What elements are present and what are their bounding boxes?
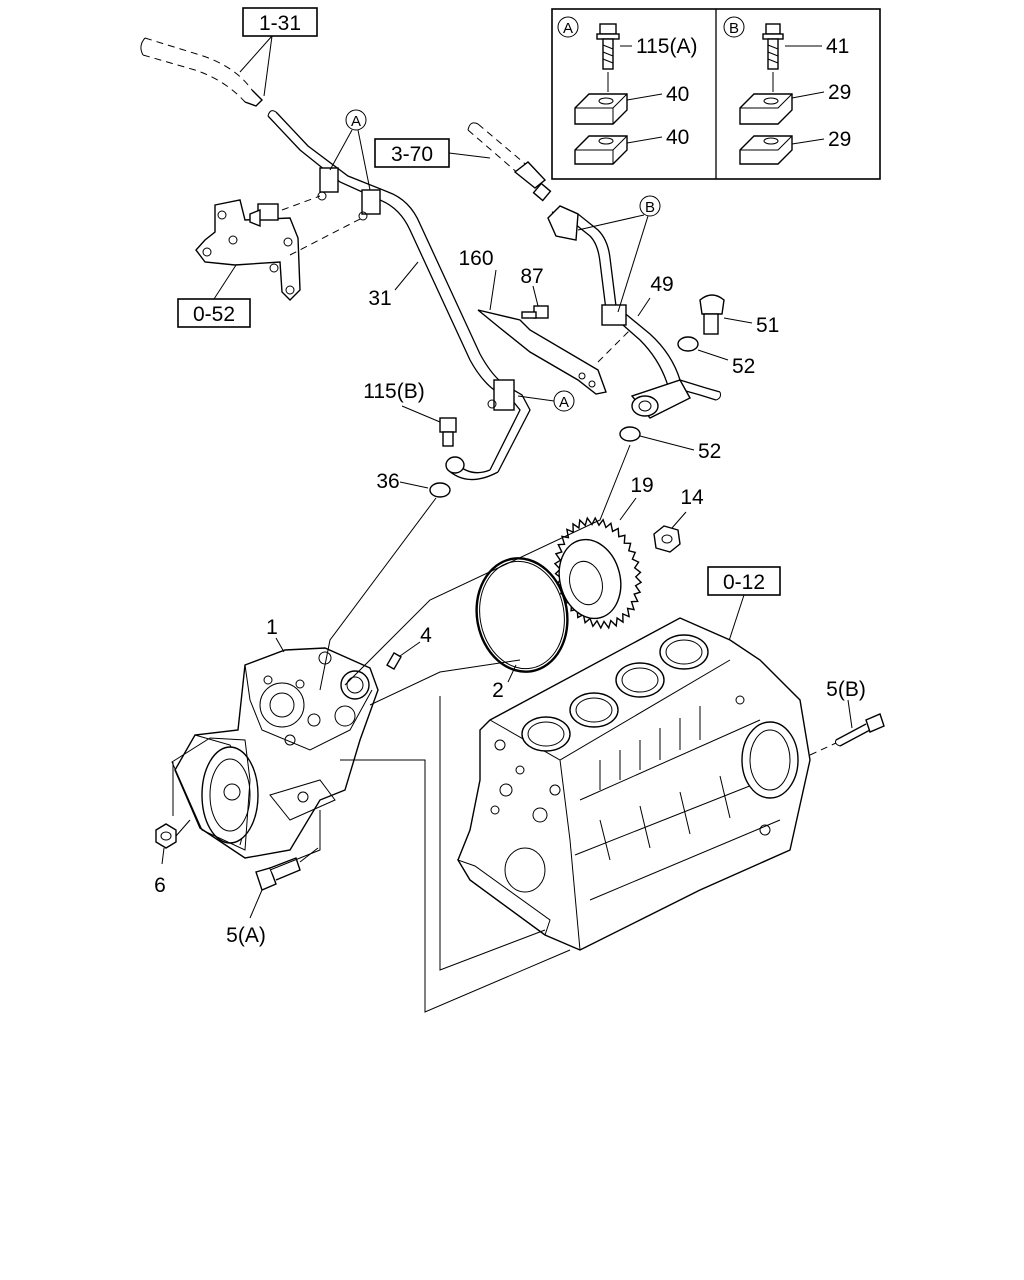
key-4-drawing [386,651,402,671]
bolt-5b-drawing [835,713,885,747]
label-40-lower: 40 [666,126,689,149]
callout-b [639,195,661,217]
nut-14-drawing [653,525,681,553]
hose-upper-left [140,37,263,107]
bolt-41-drawing [762,23,784,70]
label-51: 51 [756,314,779,337]
ref-0-12-label: 0-12 [723,571,765,594]
label-6: 6 [154,874,166,897]
ref-box-3-70: 3-70 [374,138,450,168]
label-5b: 5(B) [826,678,866,701]
bracket-0-52-drawing [195,199,301,301]
label-19: 19 [630,474,653,497]
label-115a-inset: 115(A) [636,35,697,58]
label-115b: 115(B) [363,380,424,403]
bolt-115b-drawing [439,417,457,447]
callout-a-lower-letter: A [559,394,569,411]
detail-b-marker [723,16,745,38]
clamp-a-pair-drawing [317,167,381,221]
cylinder-block-drawing [456,617,811,951]
label-31: 31 [368,287,391,310]
label-36: 36 [376,470,399,493]
callout-a-upper-letter: A [351,113,361,130]
label-2: 2 [492,679,504,702]
banjo-fitting-drawing [630,379,691,419]
bolt-5a-drawing [255,857,301,891]
detail-a-letter: A [563,20,573,37]
ref-3-70-label: 3-70 [391,143,433,166]
detail-b-letter: B [729,20,739,37]
callout-a-upper [345,109,367,131]
label-5a: 5(A) [226,924,266,947]
ref-box-1-31: 1-31 [242,7,318,37]
label-4: 4 [420,624,432,647]
gear-19-drawing [553,516,643,630]
clamp-29-lower-drawing [739,135,793,165]
clamp-a-lower-drawing [487,379,515,411]
label-52-lower: 52 [698,440,721,463]
label-40-upper: 40 [666,83,689,106]
bolt-115a-drawing [596,23,620,70]
label-1: 1 [266,616,278,639]
callout-b-letter: B [645,199,655,216]
nut-6-drawing [155,823,177,849]
injection-pump-1-drawing [171,647,379,859]
clamp-29-upper-drawing [739,93,793,125]
ref-0-52-label: 0-52 [193,303,235,326]
label-41: 41 [826,35,849,58]
label-160: 160 [458,247,493,270]
o-ring-2-drawing [475,557,569,673]
gasket-36-drawing [429,482,451,498]
ref-box-0-12: 0-12 [707,566,781,596]
bracket-160-drawing [477,309,607,395]
clamp-40-upper-drawing [574,93,628,125]
label-14: 14 [680,486,704,509]
label-52-upper: 52 [732,355,755,378]
hose-3-70-drawing [467,122,552,202]
label-49: 49 [650,273,673,296]
washer-52-lower-drawing [619,426,641,442]
ref-box-0-52: 0-52 [177,298,251,328]
alignment-lines [172,444,631,1013]
label-leaders [161,261,853,919]
label-29-lower: 29 [828,128,851,151]
banjo-bolt-51-drawing [699,294,725,335]
ref-1-31-label: 1-31 [259,12,301,35]
label-87: 87 [520,265,543,288]
detail-inset: A 115(A) 40 40 B [551,8,881,180]
bolt-87-drawing [521,305,549,319]
pipe-49-drawing [547,205,721,401]
clamp-40-lower-drawing [574,135,628,165]
washer-52-upper-drawing [677,336,699,352]
detail-a-marker [557,16,579,38]
label-29-upper: 29 [828,81,851,104]
